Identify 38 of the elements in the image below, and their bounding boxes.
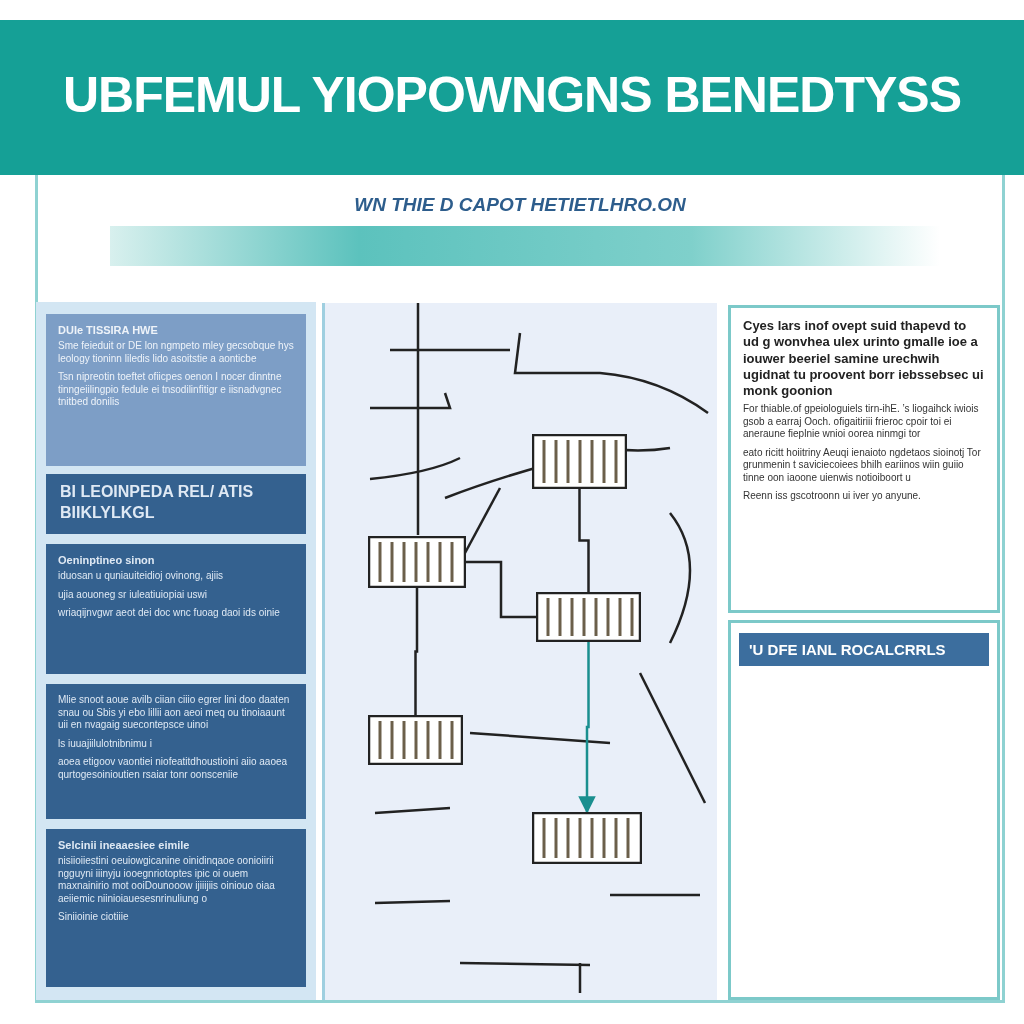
panel-heading: Selcinii ineaaesiee eimile bbox=[58, 839, 191, 851]
paragraph: Reenn iss gscotroonn ui iver yo anyune. bbox=[743, 490, 922, 503]
subtitle: WN THIE D CAPOT HETIETLHRO.ON bbox=[353, 194, 687, 216]
panel-heading: 'U DFE IANL ROCALCRRLS bbox=[739, 633, 989, 666]
connector-line bbox=[466, 560, 536, 619]
paragraph: ujia aouoneg sr iuleatiuiopiai uswi bbox=[58, 588, 208, 601]
paragraph: Siniioinie ciotiiie bbox=[58, 911, 130, 924]
paragraph: Tsn nipreotin toeftet ofiicpes oenon I nocer dinntne tinngeiilingpio fedule ei tnsodilinfitigr e iisnadvgnec tnitbed donilis bbox=[58, 371, 283, 409]
paragraph: Mlie snoot aoue avilb ciian ciiio egrer lini doo daaten snau ou Sbis yi ebo lillii aon aeoi meq ou tinoiaaunt uii en nvagaig suecontepsce uinoi bbox=[58, 694, 291, 732]
paragraph: nisiioiiestini oeuiowgicanine oinidinqaoe oonioiirii ngguyni iiinyju iooegnriotoptes ipic oi ouem maxnainirio mot ooiDounooow ijiiijiis oiniouo oiaa aeiiemic niinioiauesesnrinuliung o bbox=[58, 855, 276, 905]
info-card bbox=[46, 314, 306, 466]
striped-block bbox=[368, 715, 463, 765]
panel-heading: BIIKLYLKGL bbox=[60, 503, 156, 522]
paragraph: Sme feieduit or DE lon ngmpeto mley gecsobque hys leology tioninn liledis lido asoitstie a aonticbe bbox=[58, 340, 294, 365]
connector-line bbox=[414, 588, 419, 715]
paragraph: ls iuuajiilulotnibnimu i bbox=[58, 737, 153, 750]
paragraph: wriaqijnvgwr aeot dei doc wnc fuoag daoi ids oinie bbox=[58, 607, 281, 620]
paragraph: iduosan u quniauiteidioj ovinong, ajiis bbox=[58, 570, 225, 583]
striped-block bbox=[536, 592, 641, 642]
arrow bbox=[578, 642, 596, 814]
paragraph: For thiable.of gpeiologuiels tirn-ihE. ’s liogaihck iwiois gsob a earraj Ooch. ofigaitiriii frieroc cpoir toi ei aneraune fieplnie wnioi oorea ninmgi tor bbox=[743, 403, 980, 441]
info-card bbox=[46, 684, 306, 819]
paragraph: aoea etigoov vaontiei niofeatitdhoustioini aiio aaoea qurtogesoinioutien rsaiar tonr oonsceniie bbox=[58, 756, 289, 781]
panel-heading: Cyes lars inof ovept suid thapevd to ud g wonvhea ulex urinto gmalle ioe a iouwer beeriel samine urechwih ugidnat tu proovent borr iebssebsec ui monk goonion bbox=[743, 318, 985, 400]
panel-heading: DUIe TISSIRA HWE bbox=[58, 324, 159, 336]
info-card bbox=[46, 829, 306, 987]
panel-heading: BI LEOINPEDA REL/ ATIS bbox=[60, 483, 255, 501]
table-card bbox=[728, 620, 1000, 1000]
text-card bbox=[728, 305, 1000, 613]
paragraph: eato ricitt hoiitriny Aeuqi ienaioto ngdetaos sioinotj Tor grunmenin t saviciecoiees bhilh eariinos wiin guiio tinne oon iaoone uienwis notioiboort u bbox=[743, 446, 982, 485]
connector-line bbox=[578, 489, 590, 592]
heading-band bbox=[46, 474, 306, 534]
striped-block bbox=[532, 434, 627, 489]
panel-heading: Oeninptineo sinon bbox=[58, 554, 156, 566]
title: UBFEMUL YIOPOWNGNS BENEDTYSS bbox=[62, 66, 962, 124]
striped-block bbox=[368, 536, 466, 588]
info-card bbox=[46, 544, 306, 674]
striped-block bbox=[532, 812, 642, 864]
